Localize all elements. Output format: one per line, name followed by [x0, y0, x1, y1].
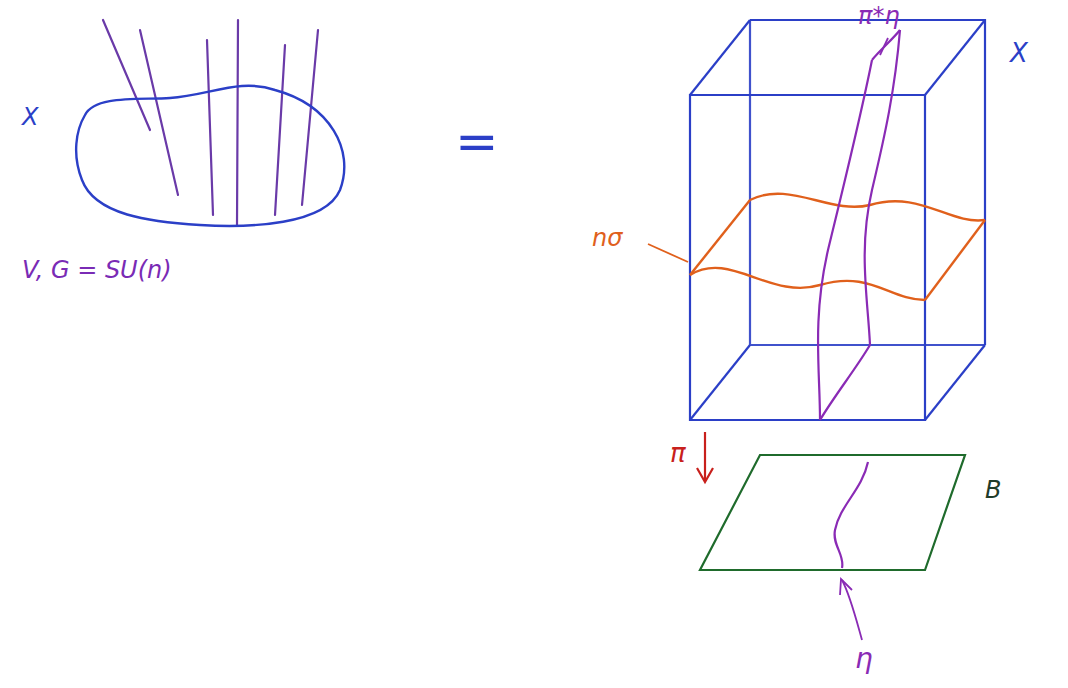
eta-curve: [835, 462, 868, 640]
section-surface: [648, 194, 985, 300]
space-label: X: [1010, 40, 1028, 66]
base-blob: [76, 86, 344, 226]
pullback-sheet: [818, 30, 900, 420]
base-plane: [700, 455, 965, 570]
space-label: X: [22, 105, 38, 129]
equals-sign: =: [455, 115, 499, 167]
group-note: V, G = SU(n): [22, 258, 172, 282]
base-label: B: [985, 478, 1001, 502]
curve-label: η: [855, 645, 873, 673]
fibre-lines: [103, 20, 318, 225]
projection-label: π: [670, 440, 686, 466]
section-label: nσ: [592, 226, 622, 250]
cube: [690, 20, 985, 420]
projection-arrow: [697, 432, 713, 482]
pullback-label: π*η: [858, 4, 900, 28]
